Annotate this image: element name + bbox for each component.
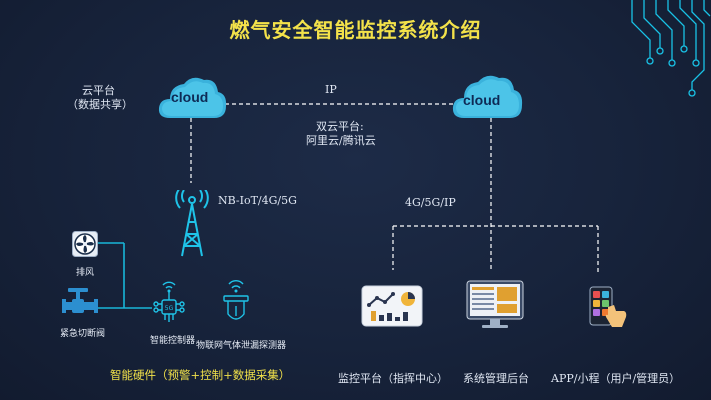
right-cloud-icon: [452, 75, 523, 118]
left-cloud-label: cloud: [171, 89, 209, 105]
monitor-platform-icon: [361, 285, 423, 327]
cloud-link-label: IP: [325, 83, 337, 96]
right-cloud-caption-line1: 双云平台:: [316, 120, 364, 133]
valve-icon: [62, 288, 98, 313]
controller-icon: 5G: [153, 281, 185, 322]
mobile-app-label: APP/小程（用户/管理员）: [551, 372, 681, 385]
admin-console-icon: [466, 280, 524, 328]
fan-label: 排风: [76, 268, 95, 278]
platform-network-label: 4G/5G/IP: [405, 196, 456, 209]
fan-icon: [72, 231, 98, 257]
signal-tower-icon: [175, 190, 209, 257]
tower-network-label: NB-IoT/4G/5G: [218, 194, 297, 207]
detector-label: 物联网气体泄漏探测器: [196, 341, 287, 351]
gas-detector-icon: [223, 280, 249, 320]
valve-label: 紧急切断阀: [60, 329, 106, 339]
right-cloud-label: cloud: [463, 92, 501, 108]
page-title: 燃气安全智能监控系统介绍: [229, 18, 482, 42]
mobile-app-icon: [589, 286, 627, 327]
svg-text:5G: 5G: [165, 305, 174, 312]
admin-console-label: 系统管理后台: [463, 372, 529, 385]
controller-label: 智能控制器: [150, 336, 196, 346]
left-cloud-caption-line2: （数据共享）: [67, 98, 133, 111]
left-cloud-caption-line1: 云平台: [82, 84, 115, 97]
left-cloud-icon: [158, 77, 227, 118]
monitor-platform-label: 监控平台（指挥中心）: [338, 372, 448, 385]
hardware-caption: 智能硬件（预警+控制+数据采集）: [110, 368, 291, 382]
circuit-decoration-icon: [631, 0, 711, 97]
right-cloud-caption-line2: 阿里云/腾讯云: [306, 134, 376, 147]
